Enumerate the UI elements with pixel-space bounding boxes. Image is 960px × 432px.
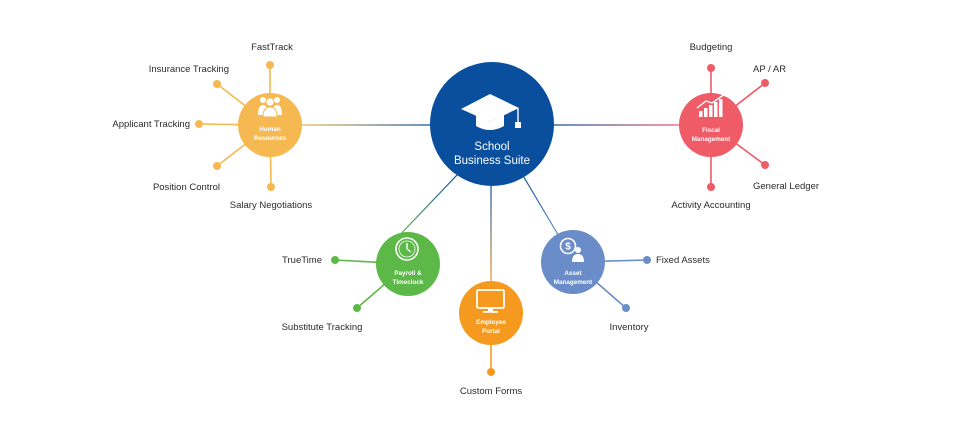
center-title-line-1: School xyxy=(474,141,509,153)
leaf-dot-custom-forms xyxy=(487,368,495,376)
hub-label-line-2: Resources xyxy=(254,135,287,142)
leaf-dot-ap-ar xyxy=(761,79,769,87)
hub-label-line-1: Asset xyxy=(564,270,582,277)
leaf-label-fixed-assets[interactable]: Fixed Assets xyxy=(656,255,710,266)
hub-circle-payroll-timeclock xyxy=(376,232,440,296)
hub-label-line-1: Payroll & xyxy=(394,270,422,277)
leaf-label-custom-forms[interactable]: Custom Forms xyxy=(460,386,523,397)
center-node-school-business-suite[interactable]: School Business Suite xyxy=(430,62,554,186)
leaf-label-inventory[interactable]: Inventory xyxy=(609,322,648,333)
leaf-label-insurance-tracking[interactable]: Insurance Tracking xyxy=(149,64,229,75)
leaf-dot-position-control xyxy=(213,162,221,170)
leaf-dot-activity-accounting xyxy=(707,183,715,191)
leaf-label-substitute-tracking[interactable]: Substitute Tracking xyxy=(282,322,363,333)
connector-payroll-timeclock xyxy=(394,173,459,241)
hub-label-line-2: Management xyxy=(554,279,593,286)
leaf-dot-truetime xyxy=(331,256,339,264)
leaf-label-activity-accounting[interactable]: Activity Accounting xyxy=(671,200,750,211)
hub-circle-employee-portal xyxy=(459,281,523,345)
dollar-person-icon: $ xyxy=(559,237,584,262)
clock-icon xyxy=(395,237,419,261)
hub-circle-fiscal-management xyxy=(679,93,743,157)
hub-payroll-timeclock[interactable]: Payroll & Timeclock TrueTime Substitute … xyxy=(282,232,440,333)
leaf-dot-applicant-tracking xyxy=(195,120,203,128)
leaf-dot-substitute-tracking xyxy=(353,304,361,312)
leaf-label-fasttrack[interactable]: FastTrack xyxy=(251,42,293,53)
center-title-line-2: Business Suite xyxy=(454,155,530,167)
leaf-label-budgeting[interactable]: Budgeting xyxy=(690,42,733,53)
leaf-dot-inventory xyxy=(622,304,630,312)
graduation-cap-icon xyxy=(461,94,521,130)
leaf-label-ap-ar[interactable]: AP / AR xyxy=(753,64,786,75)
growth-chart-icon xyxy=(696,92,727,117)
hub-label-line-2: Portal xyxy=(482,328,500,335)
hub-circle-human-resources xyxy=(238,93,302,157)
leaf-dot-fixed-assets xyxy=(643,256,651,264)
hub-fiscal-management[interactable]: Fiscal Management Budgeting AP / AR Gene… xyxy=(671,42,819,211)
svg-text:$: $ xyxy=(565,242,571,253)
leaf-label-general-ledger[interactable]: General Ledger xyxy=(753,181,819,192)
hub-label-line-1: Employee xyxy=(476,319,506,326)
leaf-label-salary-negotiations[interactable]: Salary Negotiations xyxy=(230,200,313,211)
leaf-dot-general-ledger xyxy=(761,161,769,169)
hub-label-line-1: Human xyxy=(259,126,280,133)
leaf-dot-budgeting xyxy=(707,64,715,72)
leaf-dot-salary-negotiations xyxy=(267,183,275,191)
people-icon xyxy=(258,97,282,118)
connector-asset-management xyxy=(521,173,561,239)
hub-label-line-1: Fiscal xyxy=(702,127,720,134)
hub-asset-management[interactable]: $ Asset Management Fixed Assets Inventor… xyxy=(541,230,710,333)
monitor-icon xyxy=(476,289,505,313)
hub-human-resources[interactable]: Human Resources FastTrack Insurance Trac… xyxy=(112,42,312,211)
leaf-dot-fasttrack xyxy=(266,61,274,69)
leaf-label-truetime[interactable]: TrueTime xyxy=(282,255,322,266)
leaf-dot-insurance-tracking xyxy=(213,80,221,88)
hub-label-line-2: Timeclock xyxy=(393,279,424,286)
hub-label-line-2: Management xyxy=(692,136,731,143)
leaf-label-position-control[interactable]: Position Control xyxy=(153,182,220,193)
leaf-label-applicant-tracking[interactable]: Applicant Tracking xyxy=(112,119,190,130)
hub-employee-portal[interactable]: Employee Portal Custom Forms xyxy=(459,281,523,397)
